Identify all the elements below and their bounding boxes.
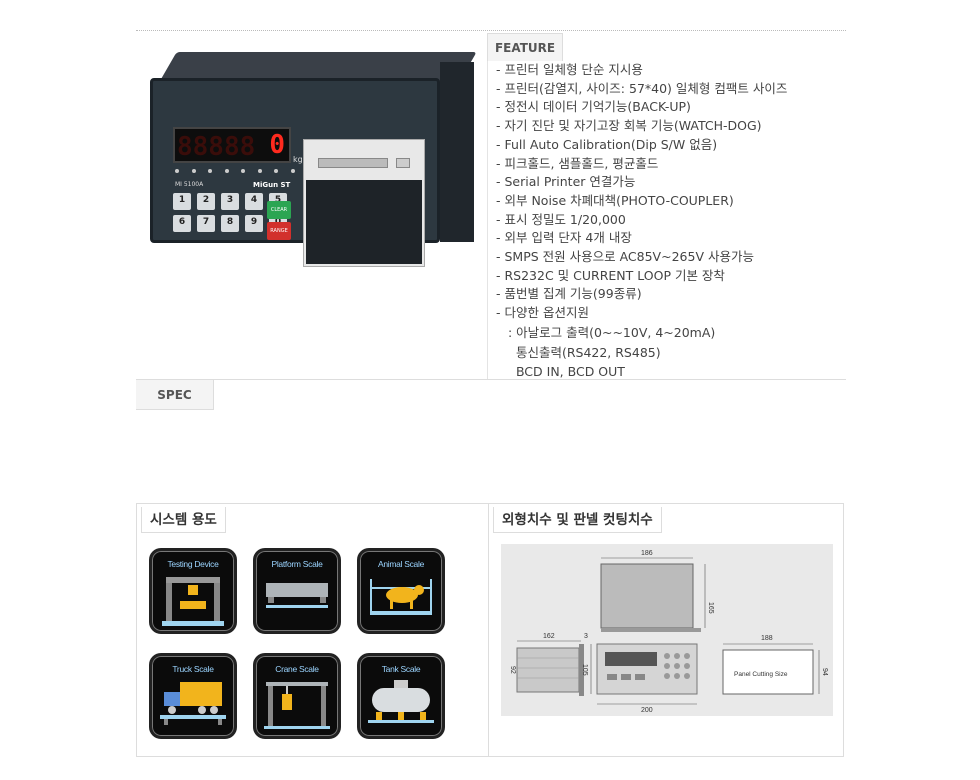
app-label: Truck Scale xyxy=(172,664,214,674)
feature-divider xyxy=(487,61,488,379)
top-divider xyxy=(136,30,846,31)
key-range: RANGE xyxy=(267,222,291,240)
option-item: 통신출력(RS422, RS485) xyxy=(508,344,661,360)
dim-front-height: 105 xyxy=(581,664,588,676)
key-1: 1 xyxy=(173,193,191,210)
model-name: MI 5100A xyxy=(175,181,204,188)
key-6: 6 xyxy=(173,215,191,232)
brand-name: MiGun ST xyxy=(253,181,291,189)
feature-item: - 피크홀드, 샘플홀드, 평균홀드 xyxy=(496,155,659,171)
system-usage-title: 시스템 용도 xyxy=(141,507,226,533)
truck-scale-icon xyxy=(160,682,226,725)
feature-item: - 품번별 집계 기능(99종류) xyxy=(496,286,642,302)
key-7: 7 xyxy=(197,215,215,232)
unit-front-panel: 88888 0 kg MI 5100A MiGun ST 1 2 3 4 5 6… xyxy=(150,78,440,267)
lamp-icon xyxy=(191,169,196,173)
lamp-icon xyxy=(241,169,246,173)
lamp-icon xyxy=(208,169,213,173)
system-usage-box: 시스템 용도 Testing Device Platform Scale Ani… xyxy=(136,503,489,757)
product-image: 88888 0 kg MI 5100A MiGun ST 1 2 3 4 5 6… xyxy=(150,52,477,267)
feature-item: - 정전시 데이터 기억기능(BACK-UP) xyxy=(496,99,691,115)
key-2: 2 xyxy=(197,193,215,210)
feature-item: - 외부 Noise 차폐대책(PHOTO-COUPLER) xyxy=(496,192,734,208)
dim-side-gap: 3 xyxy=(584,633,588,640)
lamp-icon xyxy=(257,169,262,173)
feature-item: - SMPS 전원 사용으로 AC85V~265V 사용가능 xyxy=(496,249,754,265)
feature-item: - RS232C 및 CURRENT LOOP 기본 장착 xyxy=(496,267,725,283)
unit-side-face xyxy=(440,62,474,242)
option-item: BCD IN, BCD OUT xyxy=(508,364,625,379)
printer-door xyxy=(306,180,422,264)
display-value: 0 xyxy=(269,130,285,160)
app-testing-device: Testing Device xyxy=(149,548,237,634)
key-8: 8 xyxy=(221,215,239,232)
app-grid: Testing Device Platform Scale Animal Sca… xyxy=(149,548,445,739)
key-9: 9 xyxy=(245,215,263,232)
app-label: Animal Scale xyxy=(377,559,424,569)
key-clear: CLEAR xyxy=(267,201,291,219)
dim-side-width: 162 xyxy=(543,633,555,640)
feature-item: - 다양한 옵션지원 xyxy=(496,305,589,321)
lamp-icon xyxy=(274,169,279,173)
spec-divider xyxy=(136,379,846,380)
unit-label: kg xyxy=(293,155,303,164)
lamp-icon xyxy=(290,169,295,173)
spec-tab: SPEC xyxy=(136,380,214,410)
app-label: Platform Scale xyxy=(271,559,323,569)
app-truck-scale: Truck Scale xyxy=(149,653,237,739)
feature-item: - 표시 정밀도 1/20,000 xyxy=(496,211,626,227)
indicator-lamps xyxy=(175,169,295,175)
app-animal-scale: Animal Scale xyxy=(357,548,445,634)
printer-module xyxy=(303,139,425,267)
app-label: Crane Scale xyxy=(275,664,319,674)
app-crane-scale: Crane Scale xyxy=(253,653,341,739)
panel-cutting-label: Panel Cutting Size xyxy=(734,671,788,678)
feature-item: - 프린터(감열지, 사이즈: 57*40) 일체형 컴팩트 사이즈 xyxy=(496,80,788,96)
feed-button xyxy=(396,158,410,168)
dim-top-height: 165 xyxy=(707,602,714,614)
feature-item: - 외부 입력 단자 4개 내장 xyxy=(496,230,632,246)
weight-display xyxy=(173,127,291,163)
feature-tab: FEATURE xyxy=(487,33,563,61)
feature-item: - 자기 진단 및 자기고장 회복 기능(WATCH-DOG) xyxy=(496,118,762,134)
feature-item: - 프린터 일체형 단순 지시용 xyxy=(496,62,643,77)
feature-item: - Serial Printer 연결가능 xyxy=(496,174,636,190)
feature-options: : 아날로그 출력(0~~10V, 4~20mA) 통신출력(RS422, RS… xyxy=(508,323,715,382)
lamp-icon xyxy=(224,169,229,173)
tank-scale-icon xyxy=(368,680,434,723)
dimension-drawing: 186 165 162 3 92 200 105 xyxy=(501,544,833,716)
crane-scale-icon xyxy=(264,682,330,729)
feature-list: - 프린터 일체형 단순 지시용 - 프린터(감열지, 사이즈: 57*40) … xyxy=(496,61,846,323)
option-item: : 아날로그 출력(0~~10V, 4~20mA) xyxy=(508,325,716,340)
dim-front-width: 200 xyxy=(641,707,653,714)
dimensions-box: 외형치수 및 판넬 컷팅치수 186 165 162 3 92 xyxy=(488,503,844,757)
dimension-svg: 186 165 162 3 92 200 105 xyxy=(509,550,828,714)
dim-top-width: 186 xyxy=(641,550,653,557)
animal-scale-icon xyxy=(370,579,432,615)
platform-scale-icon xyxy=(266,583,328,608)
dimensions-title: 외형치수 및 판넬 컷팅치수 xyxy=(493,507,662,533)
dim-cut-height: 94 xyxy=(821,668,828,676)
app-label: Testing Device xyxy=(167,559,219,569)
key-4: 4 xyxy=(245,193,263,210)
testing-device-icon xyxy=(162,577,224,626)
app-label: Tank Scale xyxy=(381,664,421,674)
dim-cut-width: 188 xyxy=(761,635,773,642)
feature-item: - Full Auto Calibration(Dip S/W 없음) xyxy=(496,136,718,152)
paper-slot xyxy=(318,158,388,168)
display-segments: 88888 xyxy=(177,132,256,162)
app-tank-scale: Tank Scale xyxy=(357,653,445,739)
lamp-icon xyxy=(175,169,179,173)
keypad: 1 2 3 4 5 6 7 8 9 0 xyxy=(173,193,293,232)
app-platform-scale: Platform Scale xyxy=(253,548,341,634)
key-3: 3 xyxy=(221,193,239,210)
dim-side-height: 92 xyxy=(509,666,516,674)
